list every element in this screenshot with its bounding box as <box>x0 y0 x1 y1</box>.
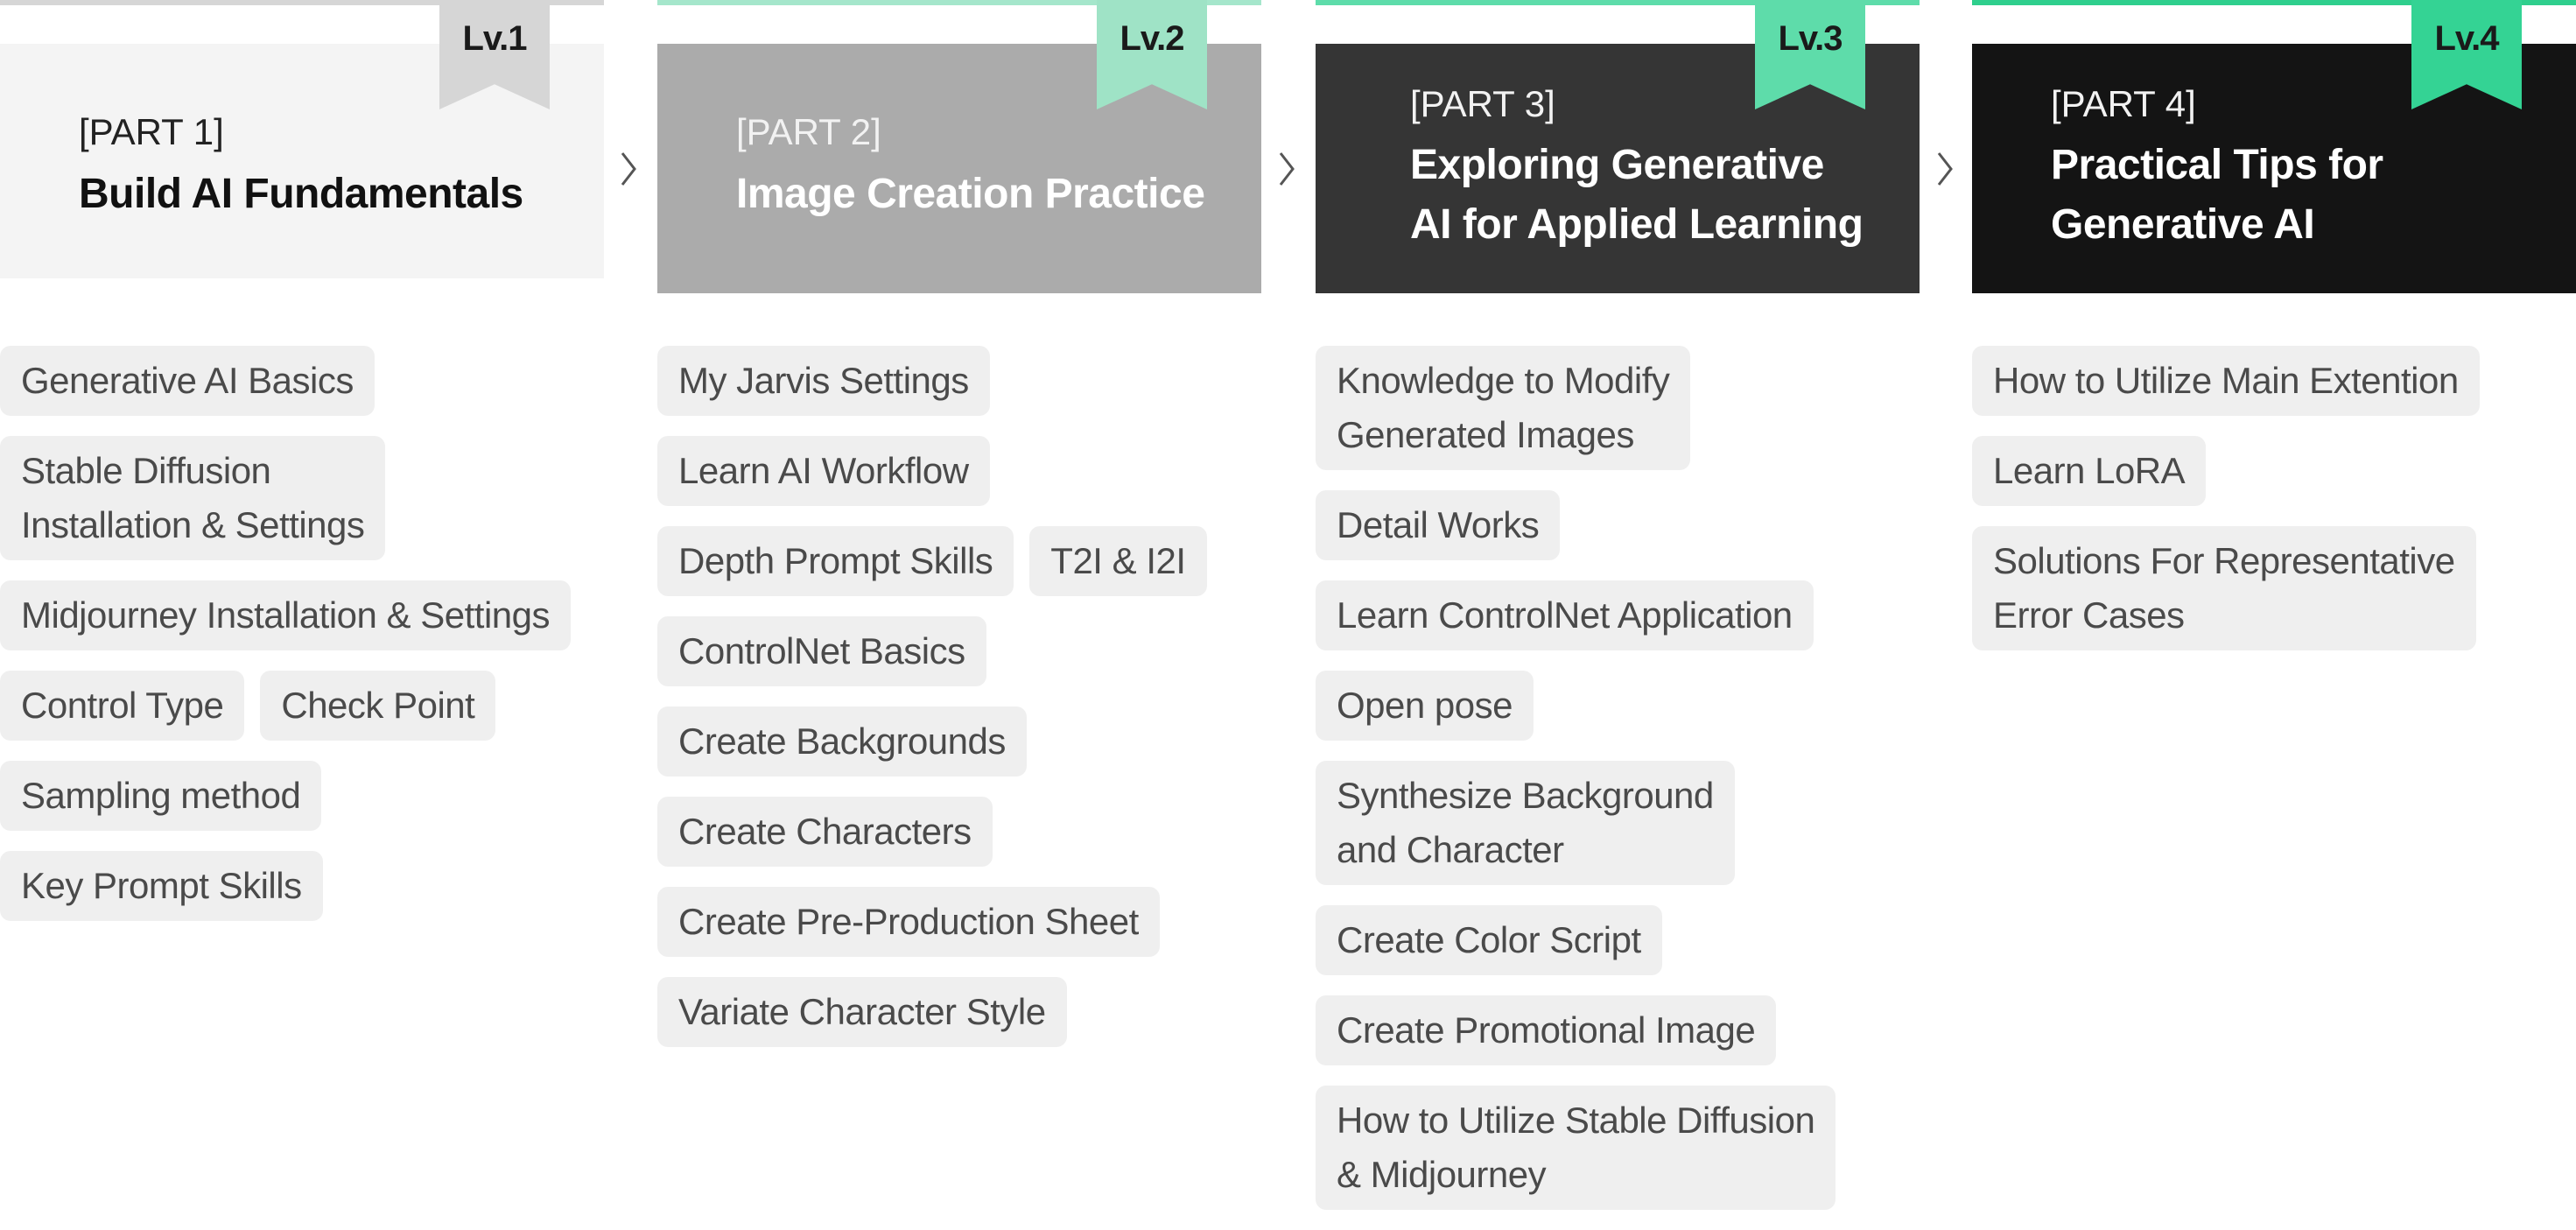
topic-tag: Knowledge to Modify Generated Images <box>1316 346 1691 470</box>
level-bar <box>0 0 604 5</box>
part-header: [PART 2] Image Creation Practice <box>657 44 1261 293</box>
topic-tag: Create Backgrounds <box>657 706 1027 777</box>
topic-tag: My Jarvis Settings <box>657 346 990 416</box>
topic-tag: Detail Works <box>1316 490 1561 560</box>
level-bar <box>1972 0 2576 5</box>
topic-tag: Key Prompt Skills <box>0 851 323 921</box>
topic-row: How to Utilize Stable Diffusion & Midjou… <box>1316 1086 1920 1210</box>
topic-row: Create Characters <box>657 797 1261 867</box>
topic-row: Midjourney Installation & Settings <box>0 580 604 650</box>
topic-tag: Learn AI Workflow <box>657 436 990 506</box>
topic-tag: Solutions For Representative Error Cases <box>1972 526 2476 650</box>
topic-tag: Generative AI Basics <box>0 346 375 416</box>
topic-row: Sampling method <box>0 761 604 831</box>
topic-row: Solutions For Representative Error Cases <box>1972 526 2576 650</box>
part-number: [PART 4] <box>2051 83 2196 124</box>
topic-row: Learn LoRA <box>1972 436 2576 506</box>
topic-tag: Check Point <box>260 671 496 741</box>
topic-row: Create Promotional Image <box>1316 995 1920 1065</box>
topic-row: Key Prompt Skills <box>0 851 604 921</box>
topic-tag: How to Utilize Main Extention <box>1972 346 2480 416</box>
topic-tag: Learn LoRA <box>1972 436 2207 506</box>
topic-tag: Midjourney Installation & Settings <box>0 580 571 650</box>
topic-row: My Jarvis Settings <box>657 346 1261 416</box>
topic-tag: T2I & I2I <box>1029 526 1207 596</box>
topic-row: ControlNet Basics <box>657 616 1261 686</box>
topic-row: Synthesize Background and Character <box>1316 761 1920 885</box>
topic-row: Create Color Script <box>1316 905 1920 975</box>
topic-tag: Stable Diffusion Installation & Settings <box>0 436 386 560</box>
topic-tag: Open pose <box>1316 671 1534 741</box>
part-title: Image Creation Practice <box>736 171 1205 217</box>
topic-row: Variate Character Style <box>657 977 1261 1047</box>
topic-tag: How to Utilize Stable Diffusion & Midjou… <box>1316 1086 1836 1210</box>
topic-tag: Learn ControlNet Application <box>1316 580 1814 650</box>
topic-row: Generative AI Basics <box>0 346 604 416</box>
topic-row: Create Pre-Production Sheet <box>657 887 1261 957</box>
topic-tag: Create Color Script <box>1316 905 1662 975</box>
level-ribbon: Lv.4 <box>2411 0 2522 109</box>
topic-row: Create Backgrounds <box>657 706 1261 777</box>
chevron-right-icon <box>1279 152 1295 186</box>
topic-tag: Synthesize Background and Character <box>1316 761 1735 885</box>
part-number: [PART 1] <box>79 111 224 152</box>
topic-tag: Create Characters <box>657 797 993 867</box>
topic-tag: Create Pre-Production Sheet <box>657 887 1160 957</box>
level-bar <box>657 0 1261 5</box>
topic-row: Learn AI Workflow <box>657 436 1261 506</box>
part-title: Build AI Fundamentals <box>79 171 523 217</box>
topic-row: Knowledge to Modify Generated Images <box>1316 346 1920 470</box>
topic-row: Detail Works <box>1316 490 1920 560</box>
level-bar <box>1316 0 1920 5</box>
topic-row: Learn ControlNet Application <box>1316 580 1920 650</box>
level-ribbon: Lv.1 <box>439 0 550 109</box>
part-title: Practical Tips for Generative AI <box>2051 142 2383 248</box>
topic-tag: Control Type <box>0 671 245 741</box>
topic-tag: Create Promotional Image <box>1316 995 1777 1065</box>
topic-tag: Sampling method <box>0 761 322 831</box>
topic-tag: Variate Character Style <box>657 977 1067 1047</box>
part-title: Exploring Generative AI for Applied Lear… <box>1410 142 1864 248</box>
topic-row: How to Utilize Main Extention <box>1972 346 2576 416</box>
topic-row: Open pose <box>1316 671 1920 741</box>
chevron-right-icon <box>1937 152 1953 186</box>
part-number: [PART 3] <box>1410 83 1555 124</box>
chevron-right-icon <box>621 152 636 186</box>
topic-tag: Depth Prompt Skills <box>657 526 1014 596</box>
part-number: [PART 2] <box>736 111 881 152</box>
topic-tag: ControlNet Basics <box>657 616 986 686</box>
topic-row: Stable Diffusion Installation & Settings <box>0 436 604 560</box>
